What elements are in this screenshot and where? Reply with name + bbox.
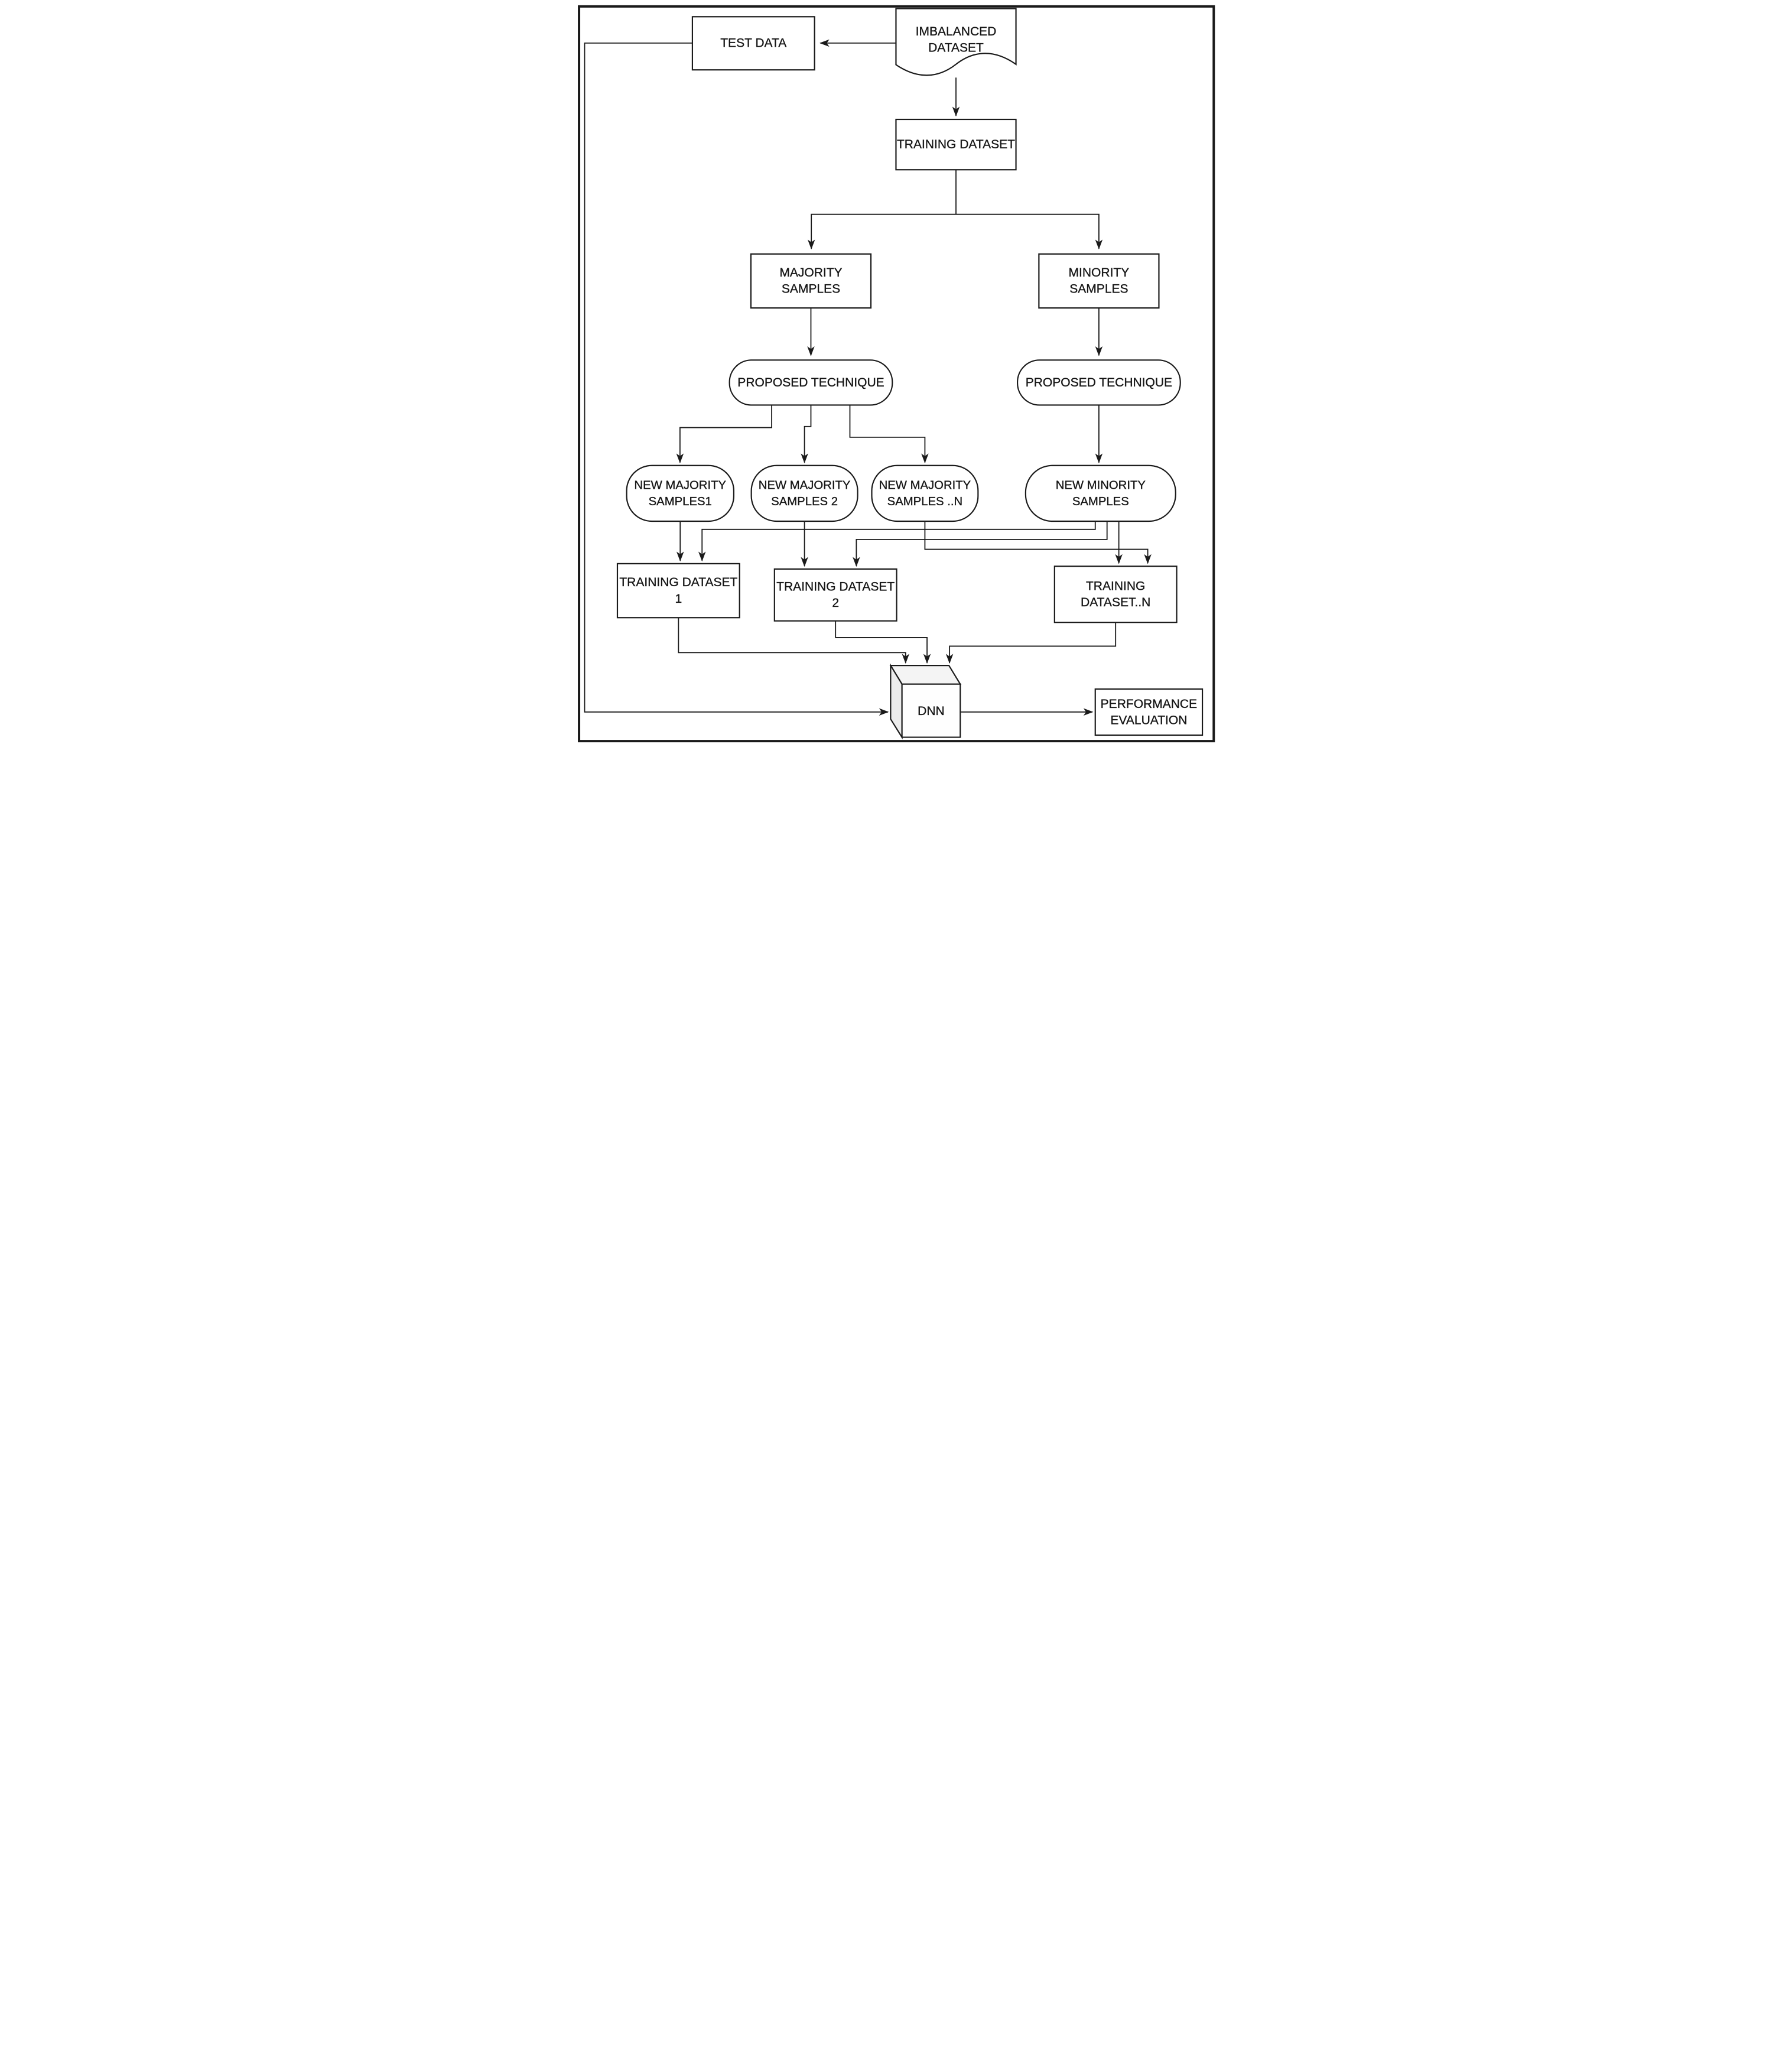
training-dataset-1-label: 1	[675, 592, 682, 606]
new-majority-samples-1-label: NEW MAJORITY	[634, 479, 726, 492]
majority-samples-label: MAJORITY	[779, 266, 842, 280]
proposed-technique-right-stadium	[1016, 359, 1181, 406]
performance-evaluation-label: PERFORMANCE	[1100, 697, 1196, 711]
new-minority-samples-label: NEW MINORITY	[1055, 479, 1146, 492]
minority-samples-label: MINORITY	[1068, 266, 1129, 280]
edge-testdata-to-dnn	[584, 42, 889, 716]
proposed-technique-left-stadium	[728, 359, 893, 406]
minority-samples-label: SAMPLES	[1069, 282, 1128, 296]
new-minority-samples-stadium	[1025, 464, 1176, 522]
new-majority-samples-2-stadium	[750, 464, 858, 522]
majority-samples-box	[750, 253, 871, 309]
dnn-cube-front-face	[901, 683, 961, 738]
edge-proposed-to-newmajority2	[800, 405, 811, 464]
node-imbalanced-dataset: IMBALANCED DATASET	[895, 8, 1017, 76]
node-new-majority-samples-1: NEW MAJORITY SAMPLES1	[625, 464, 734, 522]
edge-newmajorityn-to-tdn	[924, 521, 1152, 564]
training-dataset-1-label: TRAINING DATASET	[619, 576, 737, 589]
edge-proposed-to-newmajorityn	[849, 405, 929, 464]
dnn-label: DNN	[918, 704, 945, 718]
node-new-majority-samples-n: NEW MAJORITY SAMPLES ..N	[870, 464, 978, 522]
edge-td2-to-dnn	[834, 620, 931, 664]
edge-newminority-to-td1	[698, 521, 1096, 562]
edge-td1-to-dnn	[677, 618, 909, 664]
training-dataset-1-box	[616, 563, 740, 619]
edge-proposed-to-newmajority1	[676, 405, 772, 464]
training-dataset-n-label: DATASET..N	[1081, 596, 1150, 609]
dnn-cube-top-face	[889, 665, 961, 685]
majority-samples-label: SAMPLES	[781, 282, 840, 296]
new-majority-samples-2-label: NEW MAJORITY	[758, 479, 850, 492]
figure-border	[577, 5, 1215, 743]
training-dataset-label: TRAINING DATASET	[896, 138, 1014, 151]
training-dataset-2-box	[773, 568, 897, 622]
node-test-data: TEST DATA	[691, 16, 815, 71]
new-majority-samples-n-stadium	[870, 464, 978, 522]
node-training-dataset-n: TRAINING DATASET..N	[1053, 566, 1178, 623]
node-proposed-technique-left: PROPOSED TECHNIQUE	[728, 359, 893, 406]
training-dataset-n-label: TRAINING	[1085, 579, 1144, 593]
test-data-label: TEST DATA	[720, 36, 786, 50]
node-training-dataset: TRAINING DATASET	[895, 118, 1017, 171]
proposed-technique-left-label: PROPOSED TECHNIQUE	[737, 376, 884, 389]
flowchart-canvas: IMBALANCED DATASET TEST DATA TRAINING DA…	[571, 0, 1221, 749]
node-dnn: DNN	[889, 663, 961, 740]
training-dataset-box	[895, 118, 1017, 171]
edge-tdn-to-dnn	[945, 622, 1116, 664]
new-minority-samples-label: SAMPLES	[1072, 495, 1128, 508]
performance-evaluation-label: EVALUATION	[1110, 713, 1187, 727]
test-data-box	[691, 16, 815, 71]
imbalanced-dataset-document-shape	[895, 8, 1017, 76]
training-dataset-n-box	[1053, 566, 1178, 623]
training-dataset-2-label: TRAINING DATASET	[776, 580, 895, 594]
node-performance-evaluation: PERFORMANCE EVALUATION	[1094, 688, 1203, 736]
node-minority-samples: MINORITY SAMPLES	[1038, 253, 1160, 309]
imbalanced-dataset-label: DATASET	[928, 41, 984, 55]
node-majority-samples: MAJORITY SAMPLES	[750, 253, 871, 309]
new-majority-samples-1-stadium	[625, 464, 734, 522]
node-new-majority-samples-2: NEW MAJORITY SAMPLES 2	[750, 464, 858, 522]
flowchart-figure: IMBALANCED DATASET TEST DATA TRAINING DA…	[571, 0, 1221, 749]
performance-evaluation-box	[1094, 688, 1203, 736]
new-majority-samples-n-label: NEW MAJORITY	[879, 479, 971, 492]
training-dataset-2-label: 2	[832, 596, 839, 610]
edges-layer	[584, 39, 1152, 716]
edge-newminority-to-td2	[852, 521, 1108, 567]
new-majority-samples-2-label: SAMPLES 2	[771, 495, 838, 508]
node-new-minority-samples: NEW MINORITY SAMPLES	[1025, 464, 1176, 522]
proposed-technique-right-label: PROPOSED TECHNIQUE	[1025, 376, 1172, 389]
imbalanced-dataset-label: IMBALANCED	[915, 25, 996, 38]
edge-training-to-minority	[955, 213, 1102, 250]
minority-samples-box	[1038, 253, 1160, 309]
node-training-dataset-2: TRAINING DATASET 2	[773, 568, 897, 622]
node-training-dataset-1: TRAINING DATASET 1	[616, 563, 740, 619]
edge-training-to-majority	[807, 213, 956, 250]
node-proposed-technique-right: PROPOSED TECHNIQUE	[1016, 359, 1181, 406]
new-majority-samples-1-label: SAMPLES1	[648, 495, 711, 508]
new-majority-samples-n-label: SAMPLES ..N	[887, 495, 962, 508]
